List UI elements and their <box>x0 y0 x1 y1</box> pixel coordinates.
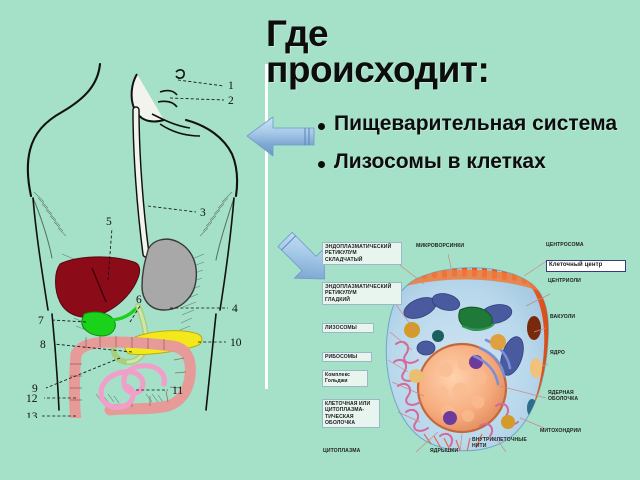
arrow-diagonal <box>277 231 326 280</box>
arrow-left <box>246 116 315 157</box>
bullet-list: Пищеварительная система Лизосомы в клетк… <box>318 112 640 190</box>
list-item: Пищеварительная система <box>318 112 640 135</box>
cell-label-nucleus: ЯДРО <box>550 350 565 356</box>
anatomy-number-5: 5 <box>106 216 112 228</box>
cell-label-lysosomes: ЛИЗОСОМЫ <box>322 323 374 334</box>
anatomy-number-7: 7 <box>38 315 44 327</box>
cell-label-nuclear-envelope: ЯДЕРНАЯ ОБОЛОЧКА <box>548 390 579 403</box>
anatomy-number-11: 11 <box>172 385 183 397</box>
anatomy-number-1: 1 <box>228 80 234 92</box>
page-title: Где происходит: <box>266 13 490 90</box>
anatomy-number-3: 3 <box>200 207 206 219</box>
anatomy-number-12: 12 <box>26 393 38 405</box>
cell-label-centrosome: ЦЕНТРОСОМА <box>546 242 584 248</box>
cell-label-nucleoli: ЯДРЫШКИ <box>430 448 459 454</box>
cell-label-cytoplasm: ЦИТОПЛАЗМА <box>323 448 361 454</box>
cell-label-intracellular-filaments: ВНУТРИКЛЕТОЧНЫЕ НИТИ <box>472 437 527 450</box>
cell-label-centrioles: ЦЕНТРИОЛИ <box>548 278 581 284</box>
list-item: Лизосомы в клетках <box>318 150 640 174</box>
animal-cell-diagram: ЭНДОПЛАЗМАТИЧЕСКИЙ РЕТИКУЛУМ СКЛАДЧАТЫЙ … <box>320 236 640 480</box>
vertical-divider <box>265 64 268 389</box>
cell-label-mitochondria: МИТОХОНДРИИ <box>540 428 582 434</box>
cell-label-cell-center: Клеточный центр <box>546 260 626 272</box>
anatomy-number-4: 4 <box>232 303 238 315</box>
cell-label-golgi: Комплекс Гольджи <box>322 370 368 387</box>
cell-label-cell-membrane: КЛЕТОЧНАЯ ИЛИ ЦИТОПЛАЗМА- ТИЧЕСКАЯ ОБОЛО… <box>322 399 380 429</box>
anatomy-number-9: 9 <box>32 383 38 395</box>
cell-label-vacuoles: ВАКУОЛИ <box>550 314 576 320</box>
bullet-dot-icon <box>318 123 325 130</box>
cell-label-smooth-er: ЭНДОПЛАЗМАТИЧЕСКИЙ РЕТИКУЛУМ ГЛАДКИЙ <box>322 282 402 306</box>
anatomy-number-8: 8 <box>40 339 46 351</box>
cell-label-ribosomes: РИБОСОМЫ <box>322 352 372 363</box>
bullet-text: Лизосомы в клетках <box>334 150 546 174</box>
bullet-dot-icon <box>318 161 325 169</box>
cell-label-microvilli: МИКРОВОРСИНКИ <box>416 243 465 249</box>
anatomy-number-6: 6 <box>136 294 142 306</box>
anatomy-number-10: 10 <box>230 337 242 349</box>
digestive-system-diagram: 1 2 3 4 5 6 7 8 9 10 11 12 13 <box>26 62 242 418</box>
cell-label-rough-er: ЭНДОПЛАЗМАТИЧЕСКИЙ РЕТИКУЛУМ СКЛАДЧАТЫЙ <box>322 242 402 266</box>
anatomy-number-2: 2 <box>228 95 234 107</box>
bullet-text: Пищеварительная система <box>334 112 618 135</box>
anatomy-number-13: 13 <box>26 411 38 418</box>
